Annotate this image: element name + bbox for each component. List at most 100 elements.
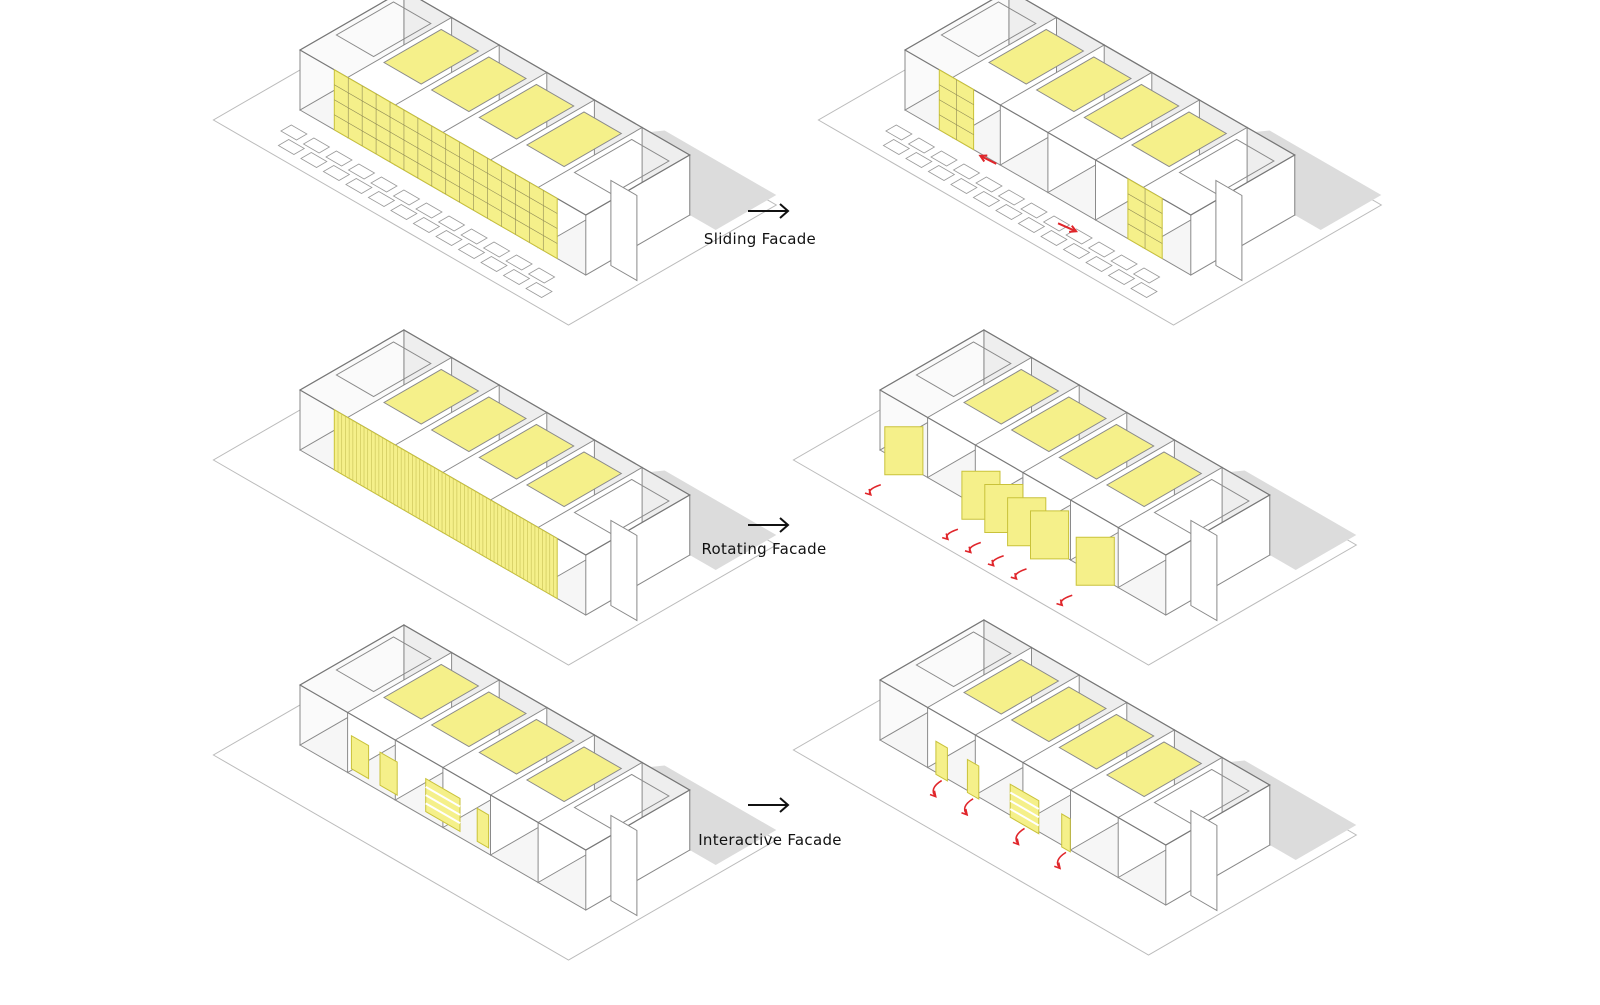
paving-tile	[1107, 269, 1136, 285]
paving-tile	[1132, 267, 1161, 284]
diagram-rotating-after	[792, 329, 1358, 666]
paving-tile	[972, 191, 1001, 207]
facade-transom	[334, 84, 558, 214]
facade-panel	[379, 751, 398, 796]
roof-outline	[878, 619, 1271, 846]
paving-tile	[347, 163, 376, 180]
roof-skylight	[525, 111, 623, 168]
paving-tile	[412, 217, 441, 233]
roof-skylight	[573, 478, 670, 535]
facade-panel	[476, 807, 490, 849]
panel-slat	[1009, 808, 1040, 827]
diagram-rotating-before	[212, 329, 778, 666]
roof-skylight	[1058, 423, 1155, 480]
paving-tile	[480, 256, 508, 272]
paving-tile	[392, 189, 421, 206]
arrow-head	[929, 790, 937, 798]
arrow-head	[964, 546, 972, 554]
roof-skylight	[963, 658, 1060, 715]
facade-transom	[1127, 193, 1163, 214]
facade	[350, 734, 490, 849]
red-slide-arrow-icon	[979, 154, 997, 165]
end-block	[1190, 809, 1218, 912]
paving-tile	[907, 137, 936, 154]
roof-outline	[878, 329, 1271, 556]
paving-tile	[927, 165, 956, 181]
paving-tile	[1130, 282, 1158, 298]
right-arrow-icon	[748, 797, 790, 813]
paving-tile	[525, 282, 553, 298]
panel-slat	[1009, 799, 1040, 819]
roof-skylight	[478, 718, 575, 775]
paving-tile	[325, 150, 353, 167]
roof-skylight	[1153, 768, 1250, 825]
paving-tile	[952, 163, 981, 180]
roof-skylight	[478, 423, 575, 480]
roof-skylight	[1153, 478, 1250, 535]
paving-tile	[300, 152, 328, 168]
roof-skylight	[1083, 83, 1180, 140]
paving-tile	[1040, 230, 1068, 246]
roof-skylight	[1105, 451, 1203, 508]
panel-slat	[425, 802, 461, 825]
arrow-head	[941, 533, 950, 541]
diagram-interactive-before	[212, 624, 778, 961]
roof-skylight	[335, 341, 432, 398]
roof-outline	[903, 0, 1296, 216]
roof-skylight	[383, 663, 480, 720]
arrow-head	[978, 154, 988, 163]
paving-tile	[950, 178, 978, 194]
end-block	[1190, 519, 1218, 622]
facade	[333, 408, 558, 600]
arrow-head	[987, 559, 995, 567]
paving-tile	[995, 204, 1023, 220]
roof-skylight	[430, 396, 527, 453]
roof-skylight	[1010, 396, 1107, 453]
roof-skylight	[1035, 56, 1132, 113]
rotated-panel	[884, 426, 924, 476]
paving-tile	[975, 176, 1003, 193]
facade-panel	[966, 758, 980, 800]
paving-tile	[345, 178, 373, 194]
panel-slat	[1009, 791, 1040, 810]
roof-skylight	[383, 368, 480, 425]
facade	[884, 426, 1115, 586]
paving-tile	[505, 254, 533, 271]
roof-skylight	[430, 56, 527, 113]
arrow-head	[779, 203, 790, 219]
label-sliding-facade: Sliding Facade	[703, 230, 817, 248]
facade	[333, 68, 558, 260]
facade-transom	[334, 114, 558, 244]
paving-tile	[457, 243, 486, 259]
arrow-head	[961, 808, 969, 817]
roof-skylight	[915, 341, 1012, 398]
panel-slat	[425, 785, 461, 808]
roof-skylight	[1105, 741, 1203, 798]
paving-tile	[885, 124, 913, 141]
paving-tile	[502, 269, 531, 285]
arrow-head	[1054, 862, 1062, 870]
arrow-head	[1069, 225, 1079, 233]
roof-skylight	[988, 28, 1085, 85]
paving-tile	[1085, 256, 1113, 272]
paving-tile	[1020, 202, 1048, 219]
arrow-head	[1012, 838, 1020, 846]
diagram-interactive-after	[792, 619, 1358, 956]
right-arrow-icon	[748, 203, 790, 219]
roof-skylight	[335, 636, 432, 693]
roof-skylight	[1130, 111, 1228, 168]
roof-skylight	[940, 1, 1037, 58]
paving-tile	[367, 191, 396, 207]
roof-skylight	[525, 451, 623, 508]
facade-transom	[1127, 223, 1163, 244]
end-block	[610, 814, 638, 917]
roof-skylight	[573, 138, 670, 195]
paving-tile	[460, 228, 488, 245]
paving-tile	[930, 150, 958, 167]
arrow-head	[864, 488, 872, 496]
diagram-sliding-after	[817, 0, 1383, 326]
paving-tile	[277, 139, 306, 155]
roof-skylight	[963, 368, 1060, 425]
